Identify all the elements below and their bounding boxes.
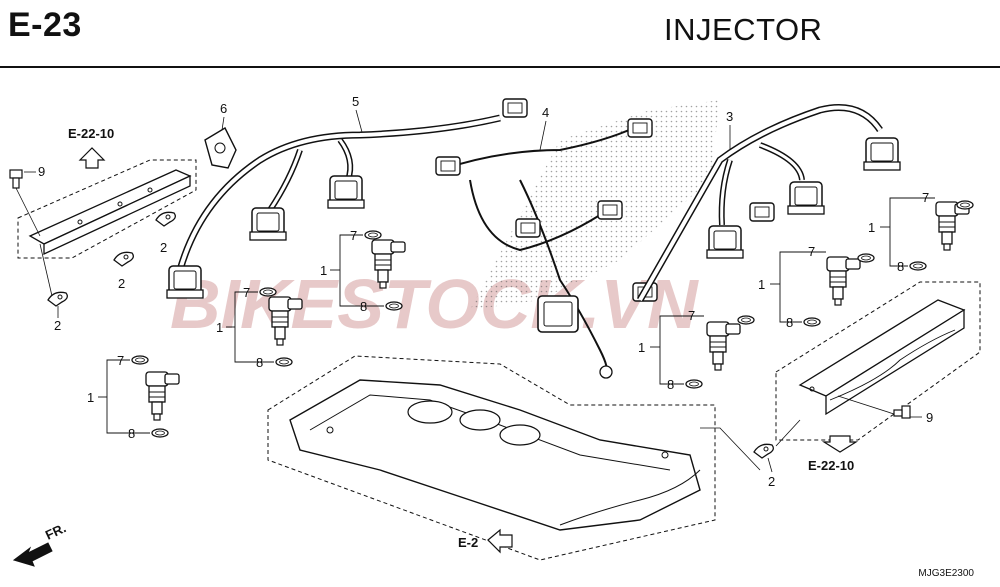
fuel-rail-left [17, 159, 197, 259]
part-number-8-e: 8 [897, 259, 904, 274]
front-arrow [12, 542, 53, 567]
part-number-1-b: 1 [320, 263, 327, 278]
part-number-1-g: 1 [638, 340, 645, 355]
part-number-5: 5 [352, 94, 359, 109]
clip-2-b [113, 251, 134, 267]
injector-coupler-3b [787, 181, 825, 215]
part-number-4: 4 [542, 105, 549, 120]
harness-4-connector-c [597, 200, 623, 220]
part-number-2-c: 2 [54, 318, 61, 333]
wire-harness-3 [636, 104, 883, 302]
part-number-9-right: 9 [926, 410, 933, 425]
part-number-8-g: 8 [667, 377, 674, 392]
main-coupler [537, 295, 579, 333]
injector-coupler-5c [327, 175, 365, 209]
injector-1-f [826, 256, 861, 306]
injector-coupler-5b [249, 207, 287, 241]
part-number-1-c: 1 [216, 320, 223, 335]
bracket-6 [204, 127, 237, 169]
part-number-2-b: 2 [118, 276, 125, 291]
part-number-3: 3 [726, 109, 733, 124]
oring-7-b [364, 230, 382, 240]
harness-4-connector-d [627, 118, 653, 138]
drawing-id: MJG3E2300 [918, 568, 974, 579]
intake-manifold [267, 355, 716, 561]
part-number-8-b: 8 [360, 299, 367, 314]
shaded-area [470, 100, 720, 310]
oring-7-c [259, 287, 277, 297]
header-bar: E-23 INJECTOR [0, 0, 1000, 68]
harness-3-connector [749, 202, 775, 222]
injector-coupler-3a [706, 225, 744, 259]
diagram-code: E-23 [8, 6, 82, 44]
oring-8-d [151, 428, 169, 438]
clip-2-d [753, 443, 774, 459]
injector-1-g [706, 321, 741, 371]
part-number-7-g: 7 [688, 308, 695, 323]
oring-7-d [131, 355, 149, 365]
part-number-8-f: 8 [786, 315, 793, 330]
harness-5-connector [502, 98, 528, 118]
injector-1-d [145, 371, 180, 421]
oring-8-e [909, 261, 927, 271]
bolt-9-right [893, 405, 911, 419]
oring-8-c [275, 357, 293, 367]
oring-8-g [685, 379, 703, 389]
harness-4-connector-a [435, 156, 461, 176]
part-number-6: 6 [220, 101, 227, 116]
oring-7-g [737, 315, 755, 325]
ref-label-e2: E-2 [458, 535, 478, 550]
ref-label-e22-upper: E-22-10 [68, 126, 114, 141]
part-number-8-c: 8 [256, 355, 263, 370]
front-label: FR. [43, 520, 68, 542]
ref-arrow-left [487, 528, 513, 554]
ref-label-e22-lower: E-22-10 [808, 458, 854, 473]
ref-arrow-up [78, 147, 106, 169]
bolt-9-left [9, 169, 23, 189]
clip-2-a [155, 211, 176, 227]
part-number-2-d: 2 [768, 474, 775, 489]
part-number-1-e: 1 [868, 220, 875, 235]
part-number-7-c: 7 [243, 285, 250, 300]
part-number-2-a: 2 [160, 240, 167, 255]
part-number-8-d: 8 [128, 426, 135, 441]
fuel-rail-right [775, 281, 981, 441]
oring-8-f [803, 317, 821, 327]
part-number-7-b: 7 [350, 228, 357, 243]
part-number-1-f: 1 [758, 277, 765, 292]
injector-coupler-3c [863, 137, 901, 171]
watermark-text: BIKESTOCK.VN [170, 265, 699, 343]
oring-7-e [956, 200, 974, 210]
oring-7-f [857, 253, 875, 263]
harness-4-connector-b [515, 218, 541, 238]
oring-8-b [385, 301, 403, 311]
part-number-7-f: 7 [808, 244, 815, 259]
clip-2-c [47, 291, 68, 307]
ref-arrow-down [821, 435, 859, 453]
injector-coupler-5a [166, 265, 204, 299]
diagram-title: INJECTOR [664, 12, 823, 47]
part-number-7-d: 7 [117, 353, 124, 368]
part-number-1-d: 1 [87, 390, 94, 405]
sensor-bulb [599, 365, 613, 379]
part-number-7-e: 7 [922, 190, 929, 205]
part-number-9-left: 9 [38, 164, 45, 179]
